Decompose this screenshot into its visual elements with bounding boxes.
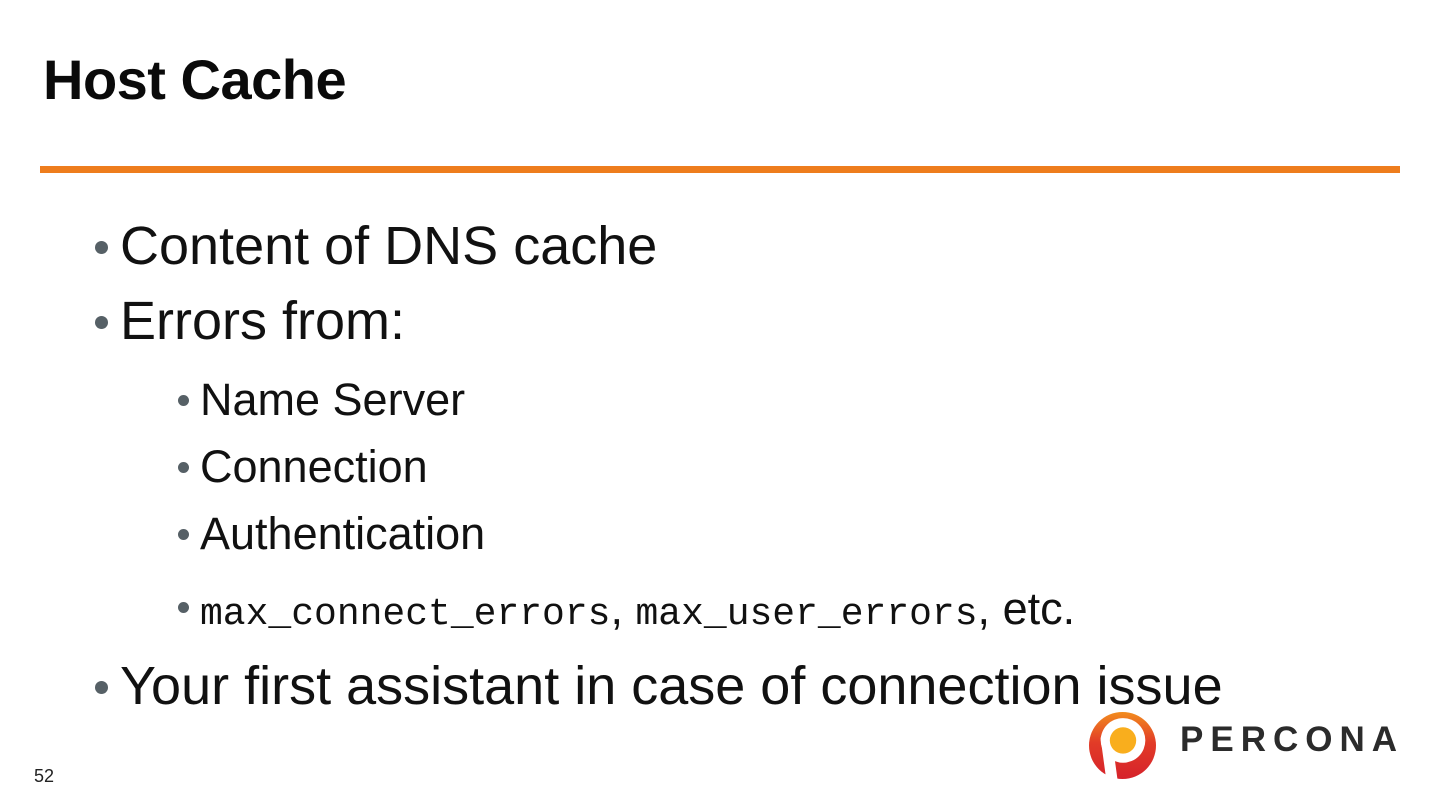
sub-bullet-max-errors: max_connect_errors, max_user_errors, etc…	[178, 586, 1075, 637]
code-variable: max_user_errors	[635, 593, 978, 636]
code-variable: max_connect_errors	[200, 593, 611, 636]
sub-bullet-code-text: max_connect_errors, max_user_errors, etc…	[200, 586, 1075, 637]
code-separator: ,	[610, 583, 636, 634]
bullet-item-first-assistant: Your first assistant in case of connecti…	[95, 659, 1223, 713]
bullet-dot-icon	[178, 602, 189, 613]
sub-bullet-connection: Connection	[178, 444, 428, 489]
bullet-item-errors-from: Errors from:	[95, 294, 405, 348]
sub-bullet-authentication: Authentication	[178, 511, 485, 556]
sub-bullet-text: Connection	[200, 441, 428, 492]
percona-logo-icon	[1089, 712, 1156, 779]
bullet-dot-icon	[95, 681, 108, 694]
title-divider-rule	[40, 166, 1400, 173]
page-number: 52	[34, 766, 55, 786]
sub-bullet-text: Name Server	[200, 374, 466, 425]
bullet-item-dns-cache: Content of DNS cache	[95, 219, 657, 273]
slide-title: Host Cache	[43, 48, 347, 111]
bullet-text: Errors from:	[120, 291, 406, 351]
bullet-text: Your first assistant in case of connecti…	[120, 656, 1223, 716]
sub-bullet-name-server: Name Server	[178, 377, 465, 422]
bullet-dot-icon	[178, 529, 189, 540]
bullet-dot-icon	[95, 316, 108, 329]
bullet-text: Content of DNS cache	[120, 216, 658, 276]
bullet-dot-icon	[178, 395, 189, 406]
bullet-dot-icon	[95, 241, 108, 254]
code-separator: ,	[977, 583, 1003, 634]
percona-wordmark: PERCONA	[1180, 720, 1405, 759]
code-tail-text: etc.	[1002, 583, 1076, 634]
bullet-dot-icon	[178, 462, 189, 473]
sub-bullet-text: Authentication	[200, 508, 486, 559]
